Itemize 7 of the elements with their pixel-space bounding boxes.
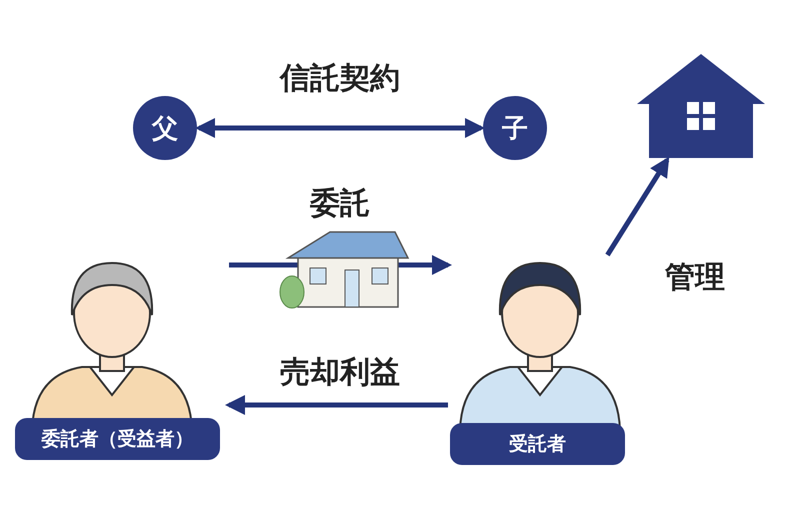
person-circle: 子 — [483, 96, 547, 160]
role-badge: 委託者（受益者） — [15, 418, 220, 460]
person-circle: 父 — [133, 96, 197, 160]
arrow — [605, 156, 670, 256]
arrow — [195, 118, 485, 138]
arrow — [225, 395, 448, 415]
role-badge: 受託者 — [450, 423, 625, 465]
